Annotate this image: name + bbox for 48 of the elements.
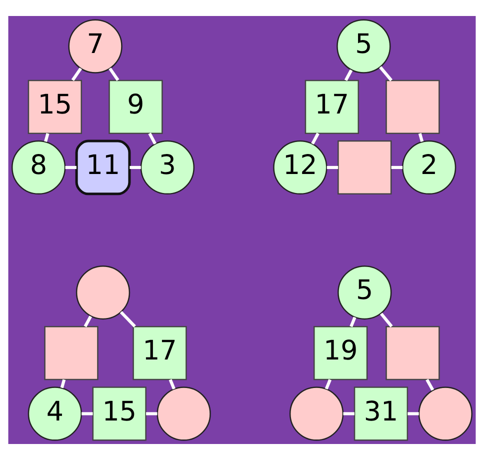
node-box: 15 bbox=[28, 79, 82, 134]
connector bbox=[324, 378, 332, 390]
connector bbox=[82, 412, 93, 415]
node-circle: 12 bbox=[273, 140, 328, 194]
node-circle bbox=[418, 386, 472, 440]
connector bbox=[311, 132, 320, 144]
connector bbox=[326, 165, 338, 169]
connector bbox=[84, 315, 92, 327]
connector bbox=[108, 67, 120, 81]
node-box bbox=[386, 326, 440, 380]
connector bbox=[408, 412, 419, 415]
node-box: 31 bbox=[354, 386, 408, 440]
connector bbox=[60, 378, 66, 388]
node-box: 15 bbox=[92, 386, 146, 440]
connector bbox=[380, 312, 393, 327]
node-box: 17 bbox=[304, 79, 359, 134]
node-box bbox=[338, 140, 392, 194]
connector bbox=[65, 165, 76, 169]
connector bbox=[379, 66, 393, 81]
connector bbox=[343, 412, 354, 415]
node-circle: 5 bbox=[336, 18, 391, 73]
node-box: 9 bbox=[108, 79, 163, 134]
node-box: 19 bbox=[314, 326, 368, 380]
node-circle: 8 bbox=[12, 140, 66, 194]
node-box: 11 bbox=[75, 139, 131, 195]
node-circle: 5 bbox=[338, 264, 392, 320]
node-box: 17 bbox=[132, 326, 187, 380]
node-circle: 4 bbox=[28, 386, 82, 440]
connector bbox=[344, 68, 353, 81]
connector bbox=[168, 378, 176, 390]
connector bbox=[120, 310, 136, 327]
node-circle bbox=[156, 386, 211, 440]
connector bbox=[426, 378, 434, 390]
node-circle bbox=[76, 264, 130, 320]
node-box bbox=[44, 326, 98, 380]
connector bbox=[71, 67, 82, 81]
node-box bbox=[386, 79, 440, 134]
node-circle: 2 bbox=[402, 140, 456, 194]
connector bbox=[418, 132, 424, 142]
connector bbox=[350, 316, 356, 327]
node-circle bbox=[289, 386, 344, 440]
connector bbox=[146, 412, 158, 415]
node-circle: 7 bbox=[68, 18, 122, 73]
connector bbox=[391, 165, 403, 169]
connector bbox=[148, 132, 157, 144]
connector bbox=[130, 165, 141, 169]
node-circle: 3 bbox=[140, 140, 195, 194]
connector bbox=[44, 132, 50, 142]
